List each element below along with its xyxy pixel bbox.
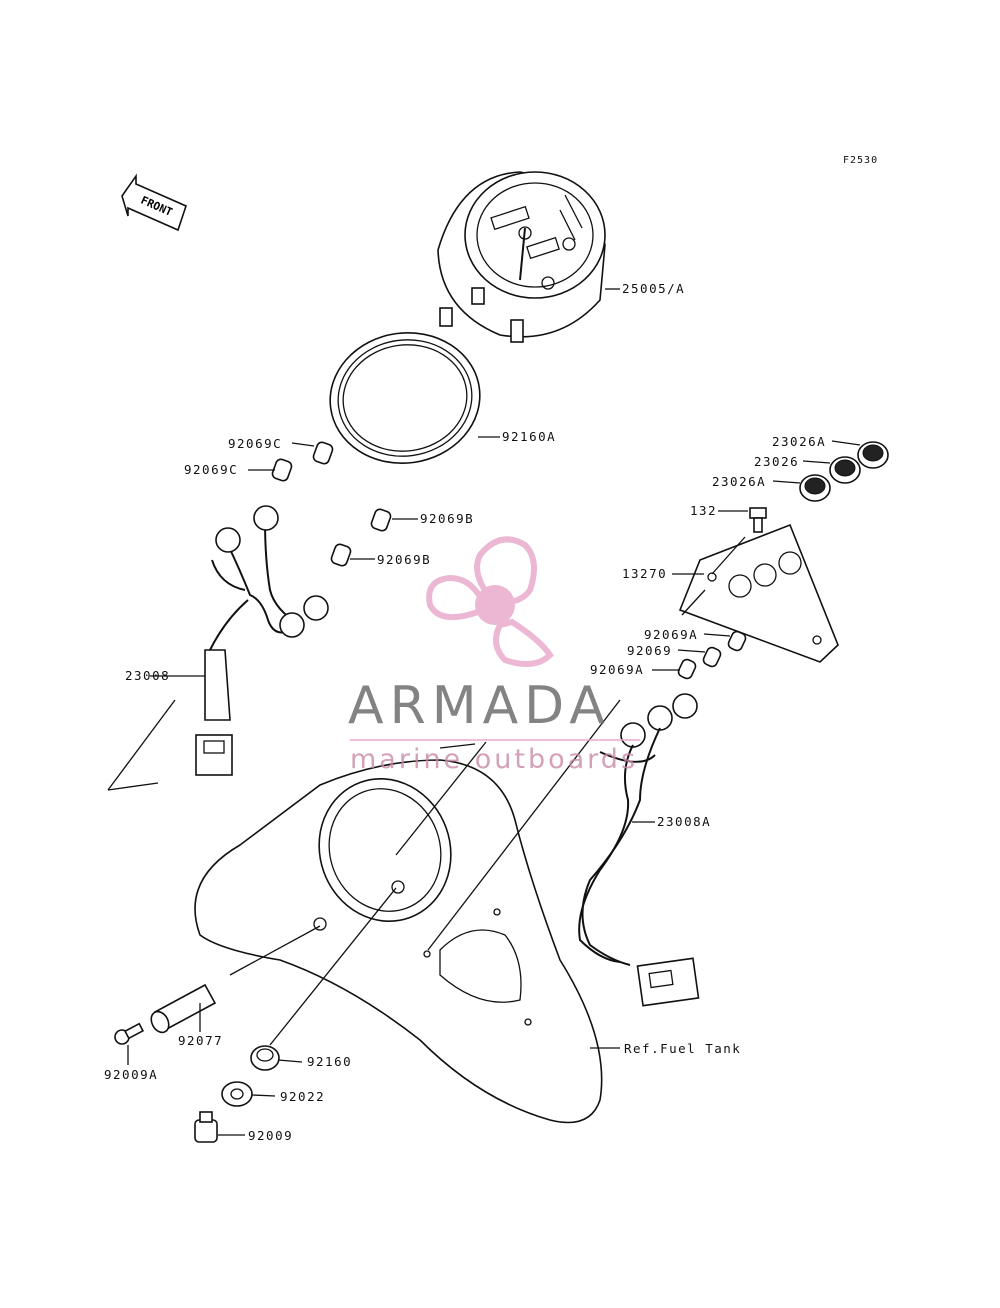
callout-92022: 92022: [280, 1089, 326, 1104]
bezel-ring-part: [329, 331, 500, 465]
bulbs-left-part: [248, 441, 418, 567]
callout-92069c-upper: 92069C: [228, 436, 283, 451]
callout-92009: 92009: [248, 1128, 294, 1143]
front-arrow-icon: FRONT: [121, 173, 187, 232]
watermark-propeller-icon: [426, 536, 554, 667]
callout-92069a-lower: 92069A: [590, 662, 645, 677]
callout-13270: 13270: [622, 566, 668, 581]
wiring-harness-right-part: [578, 630, 747, 1007]
callout-92077: 92077: [178, 1033, 224, 1048]
callout-92069b-upper: 92069B: [420, 511, 475, 526]
fuel-tank-cover-part: [194, 699, 621, 1124]
callout-ref-fuel-tank: Ref.Fuel Tank: [624, 1041, 742, 1056]
callout-23026: 23026: [754, 454, 800, 469]
callout-23008a: 23008A: [657, 814, 712, 829]
indicator-caps-part: [772, 440, 889, 502]
callout-92069b-lower: 92069B: [377, 552, 432, 567]
callout-92160a: 92160A: [502, 429, 557, 444]
callout-25005a: 25005/A: [622, 281, 686, 296]
callout-92069: 92069: [627, 643, 673, 658]
small-fasteners-part: [114, 887, 397, 1143]
watermark-tagline: marine outboards: [350, 744, 639, 775]
speedometer-part: [437, 171, 620, 343]
figure-id: F2530: [843, 155, 879, 166]
indicator-bracket-part: [672, 507, 839, 663]
callout-23026a-upper: 23026A: [772, 434, 827, 449]
callout-23008: 23008: [125, 668, 171, 683]
callout-92009a: 92009A: [104, 1067, 159, 1082]
callout-92069c-lower: 92069C: [184, 462, 239, 477]
callout-92069a-upper: 92069A: [644, 627, 699, 642]
callout-92160: 92160: [307, 1054, 353, 1069]
watermark-brand: ARMADA: [348, 676, 611, 736]
callout-23026a-lower: 23026A: [712, 474, 767, 489]
callout-132: 132: [690, 503, 718, 518]
wiring-harness-left-part: [107, 505, 329, 791]
